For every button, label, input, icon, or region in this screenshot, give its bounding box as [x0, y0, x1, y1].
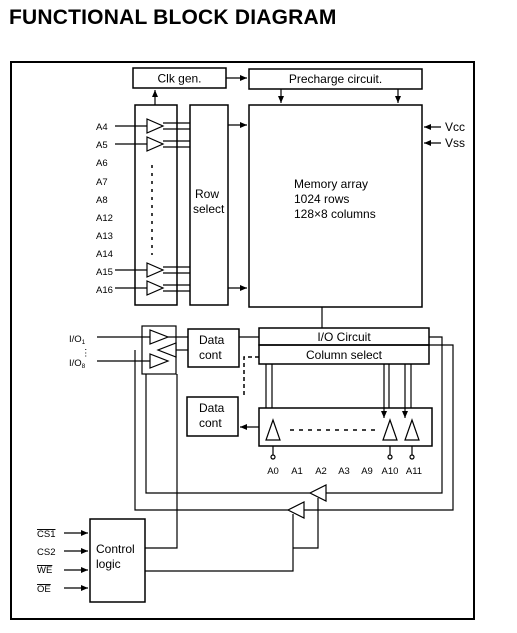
pin-a1: A1	[291, 466, 303, 477]
pin-a10: A10	[382, 466, 399, 477]
pin-a0: A0	[267, 466, 279, 477]
memory-array-block	[248, 104, 423, 308]
feedback-loop-outer	[326, 336, 443, 494]
feedback-to-io-lower	[134, 350, 288, 511]
pin-a3: A3	[338, 466, 350, 477]
data-cont-lower-label-2: cont	[199, 416, 222, 430]
row-select-block	[189, 104, 229, 306]
outer-frame	[10, 61, 475, 620]
column-pin-stubs	[270, 446, 415, 460]
row-buffer-a5	[115, 136, 190, 152]
pin-a12: A12	[96, 213, 113, 224]
pin-a4: A4	[96, 122, 108, 133]
vcc-label: Vcc	[445, 120, 465, 134]
feedback-loop-inner	[304, 344, 454, 511]
pin-oe: OE	[37, 584, 51, 595]
io1-label: I/O1	[69, 334, 86, 346]
dashed-link	[243, 356, 259, 397]
io8-label: I/O8	[69, 358, 86, 370]
io-dots: ⋮	[81, 348, 91, 359]
feedback-buffer-lower	[286, 501, 305, 519]
pin-a15: A15	[96, 267, 113, 278]
row-buffer-column	[134, 104, 178, 306]
pin-a2: A2	[315, 466, 327, 477]
row-buffer-a16	[115, 280, 190, 296]
clk-gen-label: Clk gen.	[157, 72, 201, 86]
pin-a9: A9	[361, 466, 373, 477]
pin-cs2: CS2	[37, 547, 55, 558]
row-buffer-a15	[115, 262, 190, 278]
memory-array-label-3: 128×8 columns	[294, 207, 376, 221]
pin-a5: A5	[96, 140, 108, 151]
precharge-block	[248, 68, 423, 90]
data-cont-lower-label-1: Data	[199, 401, 225, 415]
data-cont-upper-label-1: Data	[199, 333, 225, 347]
feedback-to-io-upper	[145, 374, 310, 494]
column-buffer-a0	[265, 418, 281, 441]
control-to-lower-buffer-line	[145, 514, 294, 572]
row-buffer-a4	[115, 118, 190, 134]
column-select-block	[258, 344, 430, 365]
row-address-pins: A4 A5 A6 A7 A8 A12 A13 A14 A15 A16	[96, 122, 113, 296]
pin-a7: A7	[96, 177, 108, 188]
page-title: FUNCTIONAL BLOCK DIAGRAM	[9, 6, 337, 29]
io-circuit-label: I/O Circuit	[317, 330, 371, 344]
row-select-label-2: select	[193, 202, 225, 216]
precharge-label: Precharge circuit.	[289, 72, 382, 86]
memory-array-label-1: Memory array	[294, 177, 368, 191]
memory-array-label-2: 1024 rows	[294, 192, 349, 206]
pin-a11: A11	[406, 466, 422, 477]
data-cont-lower-block	[186, 396, 239, 437]
control-logic-label-1: Control	[96, 542, 135, 556]
control-pins: CS1 CS2 WE OE	[37, 529, 55, 595]
pin-we: WE	[37, 565, 52, 576]
pin-cs1: CS1	[37, 529, 55, 540]
row-select-label-1: Row	[195, 187, 219, 201]
data-cont-upper-label-2: cont	[199, 348, 222, 362]
pin-a8: A8	[96, 195, 108, 206]
io-buffer-8	[149, 353, 170, 369]
vss-label: Vss	[445, 136, 465, 150]
control-logic-label-2: logic	[96, 557, 121, 571]
control-to-io-buffer-line	[145, 374, 178, 549]
column-address-pins: A0 A1 A2 A3 A9 A10 A11	[267, 466, 422, 477]
column-buffer-a10	[382, 418, 398, 441]
column-select-label: Column select	[306, 348, 383, 362]
pin-a13: A13	[96, 231, 113, 242]
column-buffer-a11	[404, 418, 420, 441]
pin-a6: A6	[96, 158, 108, 169]
data-cont-upper-block	[187, 328, 240, 368]
pin-a16: A16	[96, 285, 113, 296]
pin-a14: A14	[96, 249, 113, 260]
io-buffer-1	[149, 329, 170, 345]
control-to-upper-buffer-line	[293, 498, 319, 549]
io-return-buffer	[156, 342, 177, 358]
control-logic-block	[89, 518, 146, 603]
